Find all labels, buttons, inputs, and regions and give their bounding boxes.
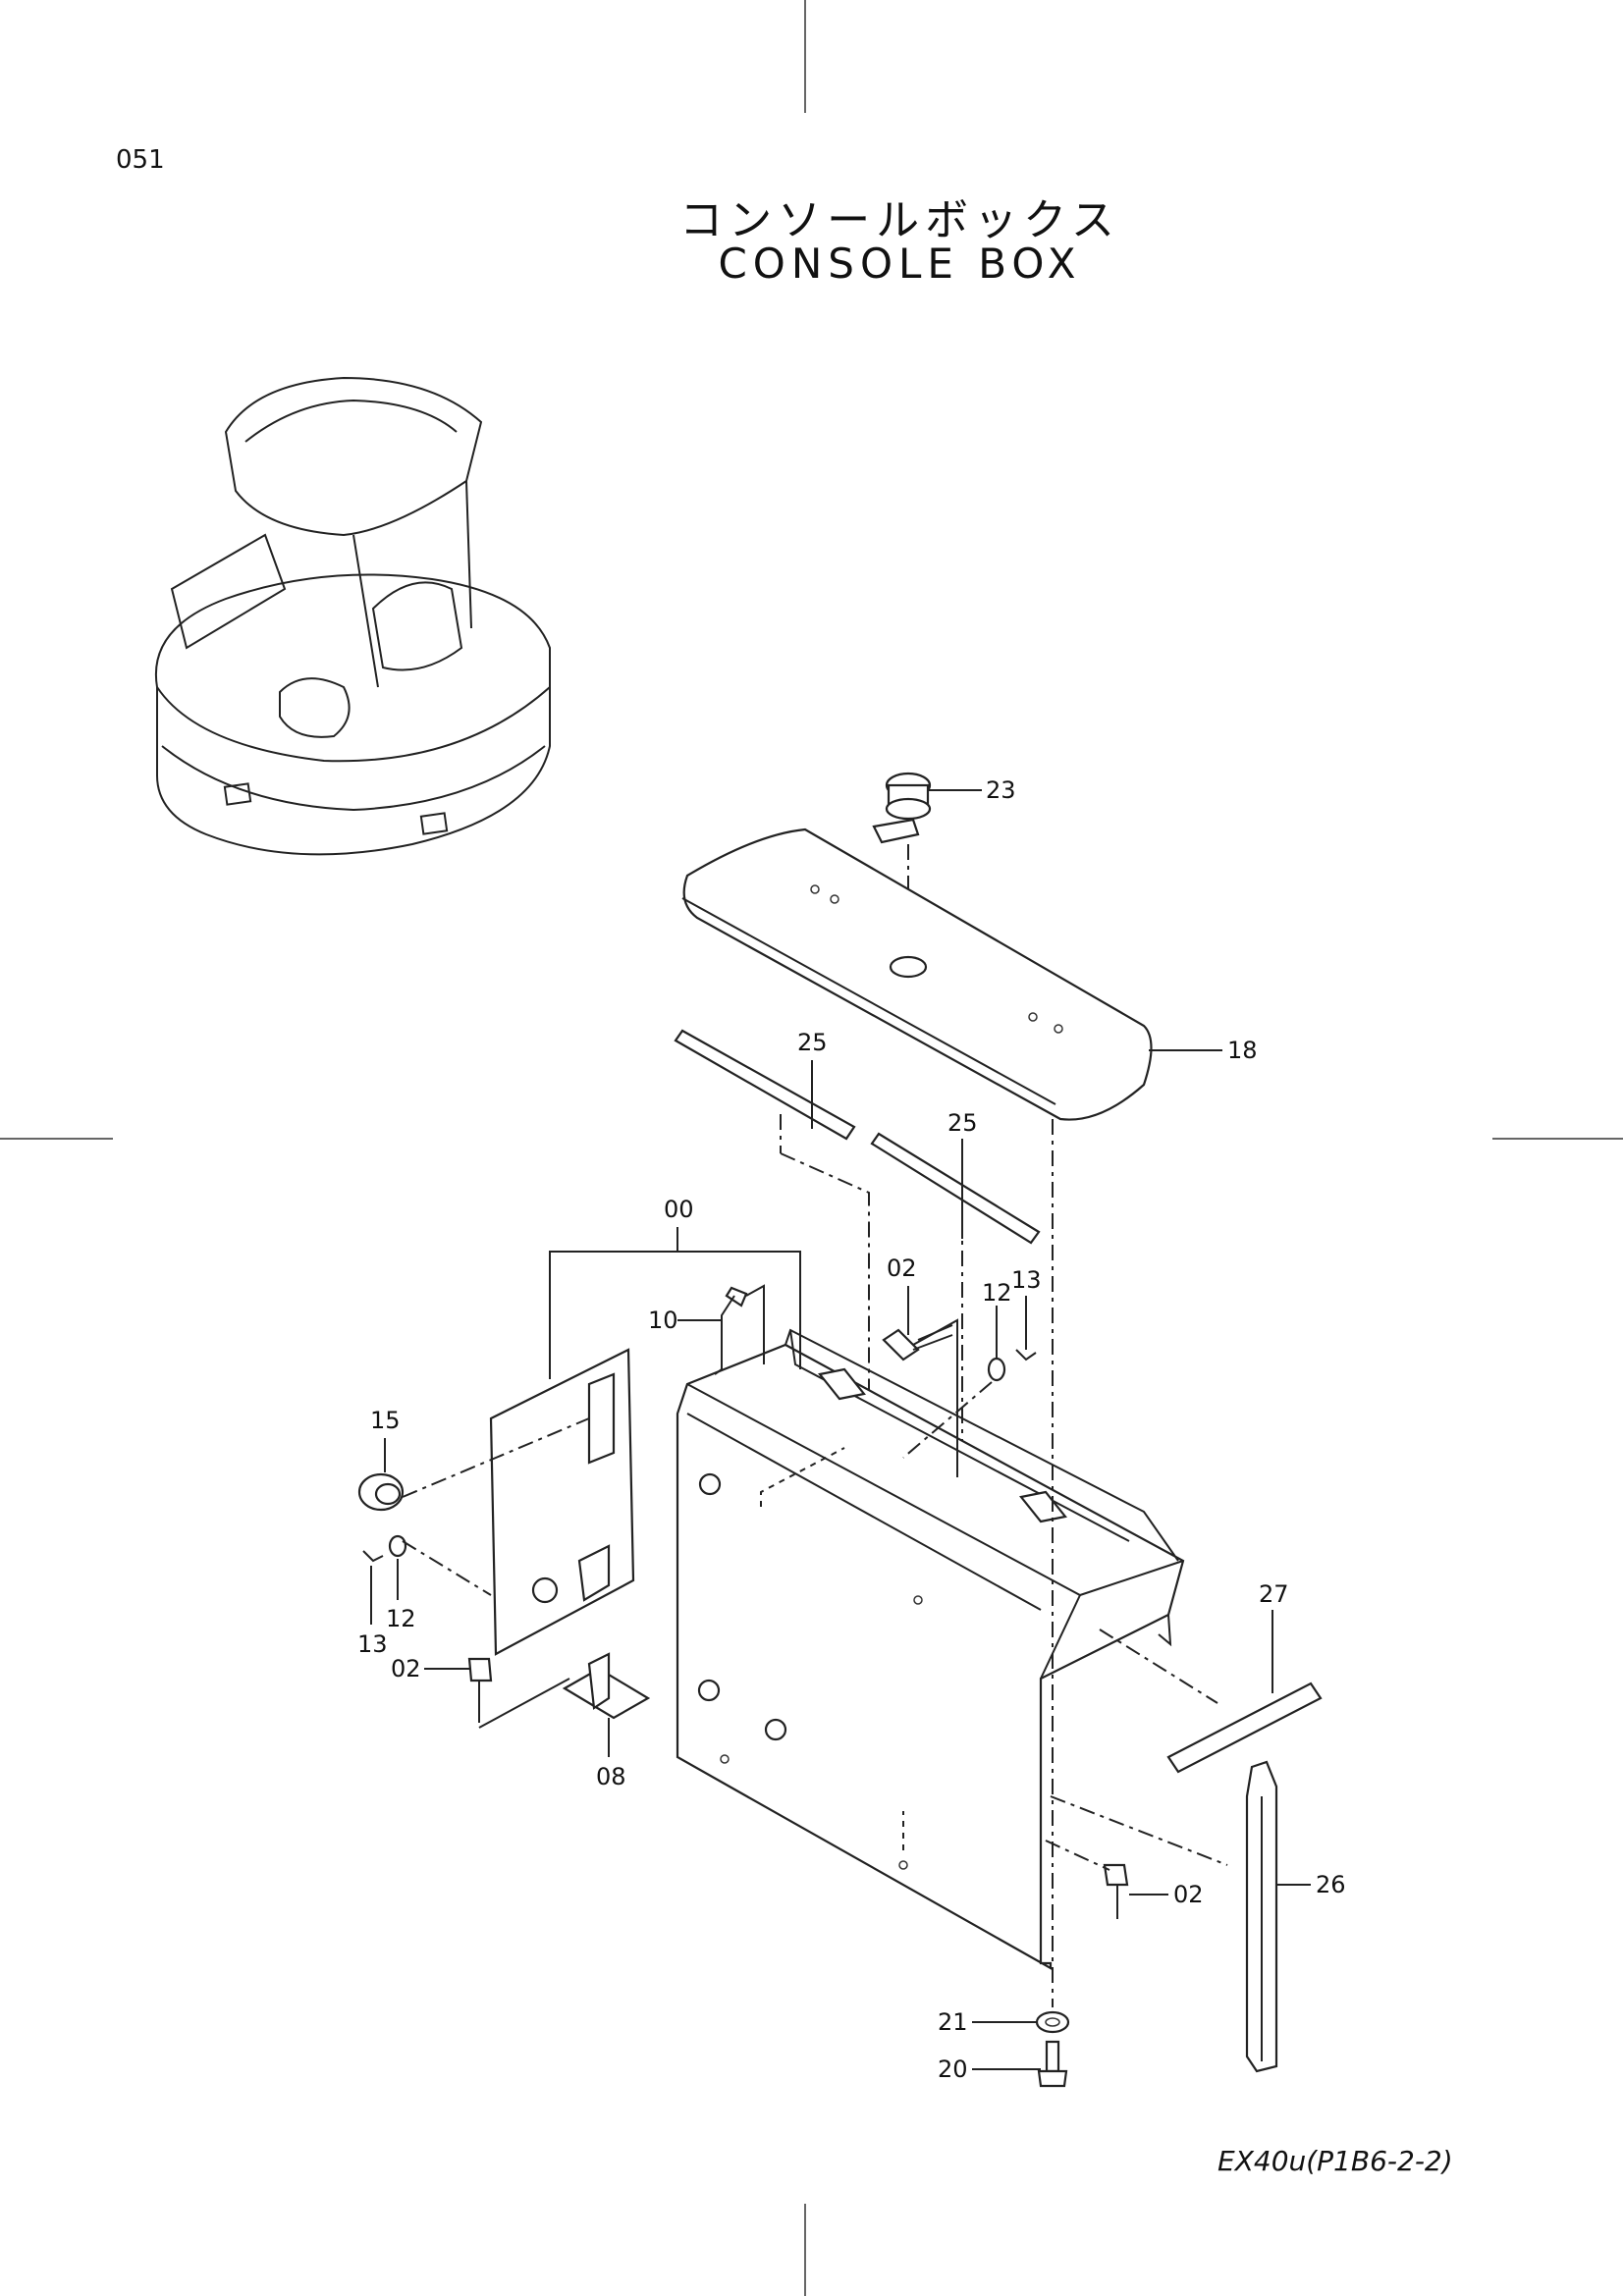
callout-15: 15 xyxy=(370,1407,401,1434)
excavator-overview-illustration xyxy=(154,376,551,856)
callout-21: 21 xyxy=(938,2008,968,2036)
part-23-lock xyxy=(872,772,932,957)
callout-25-a: 25 xyxy=(797,1029,828,1056)
inner-panel xyxy=(489,1348,635,1656)
part-10-rod xyxy=(677,1284,765,1375)
callout-10: 10 xyxy=(648,1307,678,1334)
hardware-right xyxy=(1045,1840,1129,1919)
hardware-bottom xyxy=(1035,1119,1070,2088)
callout-13-left: 13 xyxy=(357,1630,388,1658)
callout-12-top: 12 xyxy=(982,1279,1012,1307)
page-number: 051 xyxy=(116,145,165,175)
part-27-rubber-bar xyxy=(1099,1629,1323,1774)
callout-23: 23 xyxy=(986,776,1016,804)
hardware-lower-left xyxy=(467,1652,651,1757)
callout-02-top: 02 xyxy=(887,1255,917,1282)
callout-labels: 23 18 25 25 00 02 12 13 10 15 13 12 02 0… xyxy=(357,776,1346,2083)
callout-25-b: 25 xyxy=(947,1109,978,1137)
callout-20: 20 xyxy=(938,2056,968,2083)
console-box-body xyxy=(676,1328,1185,1970)
hardware-upper xyxy=(882,1318,1037,1477)
hardware-left xyxy=(357,1417,590,1596)
callout-18: 18 xyxy=(1227,1037,1258,1064)
callout-02-left: 02 xyxy=(391,1655,421,1682)
title-english: CONSOLE BOX xyxy=(718,240,1082,288)
model-reference: EX40u(P1B6-2-2) xyxy=(1217,2145,1453,2177)
part-26-edge-seal xyxy=(1050,1760,1278,2073)
part-18-lid xyxy=(681,828,1153,1121)
part-00-assembly-group xyxy=(549,1227,801,1379)
callout-27: 27 xyxy=(1259,1580,1289,1608)
callout-13-top: 13 xyxy=(1011,1266,1042,1294)
title-japanese: コンソールボックス xyxy=(679,195,1120,245)
callout-00: 00 xyxy=(664,1196,694,1223)
callout-26: 26 xyxy=(1316,1871,1346,1898)
callout-02-right: 02 xyxy=(1173,1881,1204,1908)
callout-08: 08 xyxy=(596,1763,626,1790)
callout-12-left: 12 xyxy=(386,1605,416,1632)
callout-leaders xyxy=(370,789,1311,2070)
